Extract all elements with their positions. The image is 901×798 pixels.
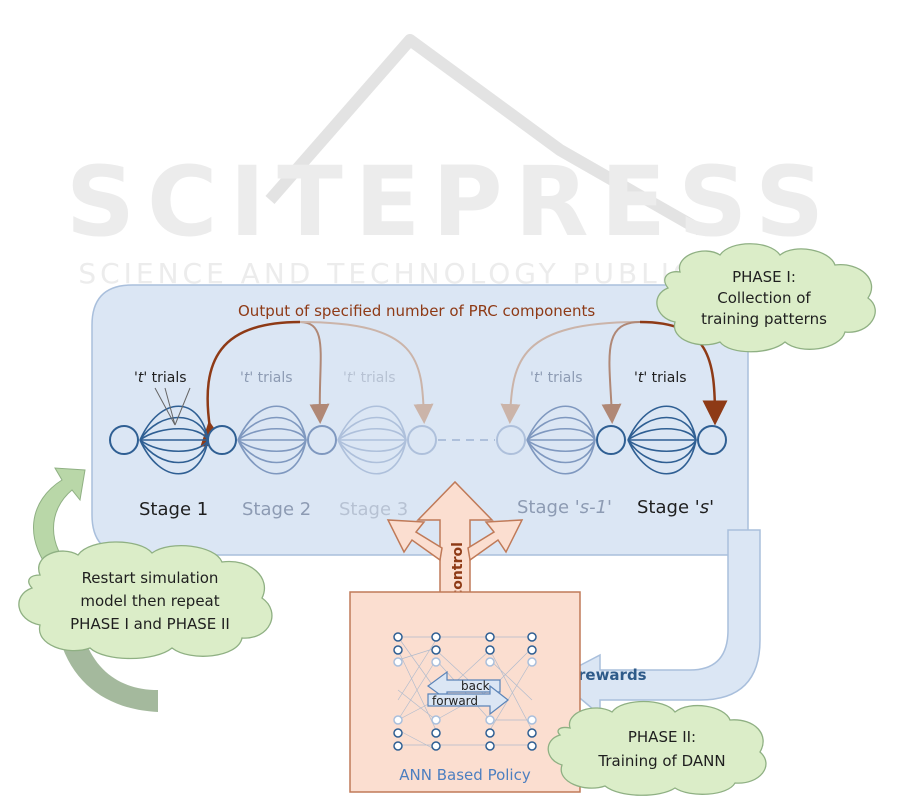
node-end	[697, 425, 727, 455]
node-s1-s	[596, 425, 626, 455]
node-s1-start	[496, 425, 526, 455]
stage2-trials: 't' trials	[240, 370, 293, 386]
policy-title: ANN Based Policy	[399, 766, 531, 784]
neural-net	[393, 632, 537, 751]
control-label: control	[450, 542, 466, 598]
phase1-line2: Collection of	[717, 289, 811, 307]
back-label: back	[461, 679, 490, 693]
output-arrow-stage-s1a	[500, 321, 641, 424]
forward-arrow	[427, 684, 509, 716]
node-1-2	[207, 425, 237, 455]
node-2-3	[307, 425, 337, 455]
phase2-line1: PHASE II:	[628, 728, 696, 746]
output-arrow-stage1	[200, 320, 301, 448]
output-arrow-stage-s	[639, 320, 728, 426]
stage-s-label: Stage 's'	[637, 497, 714, 518]
watermark-title: SCITEPRESS	[66, 146, 836, 258]
rewards-arrow	[554, 529, 761, 717]
control-arrow	[386, 480, 524, 599]
stage-s-bundle	[627, 405, 697, 475]
stage2-label: Stage 2	[242, 499, 311, 520]
node-3-end	[407, 425, 437, 455]
stage1-label: Stage 1	[139, 499, 208, 520]
stage-s1-label: Stage 's-1'	[517, 497, 612, 518]
phase2-line2: Training of DANN	[597, 752, 725, 770]
watermark: SCITEPRESS SCIENCE AND TECHNOLOGY PUBLIC…	[66, 34, 836, 290]
cloud-phase2: PHASE II: Training of DANN	[547, 700, 767, 796]
output-arrow-stage3	[299, 321, 434, 424]
stage1-trials: 't' trials	[134, 370, 187, 386]
output-arrow-stage-s1b	[601, 321, 641, 424]
stage3-label: Stage 3	[339, 499, 408, 520]
restart-line2: model then repeat	[80, 592, 219, 610]
output-arrow-stage2	[299, 321, 330, 424]
stage-s1-bundle	[526, 405, 596, 475]
stage3-trials: 't' trials	[343, 370, 396, 386]
restart-line3: PHASE I and PHASE II	[70, 615, 230, 633]
node-start	[109, 425, 139, 455]
restart-arrow-tail	[60, 640, 158, 712]
stage-s-trials: 't' trials	[634, 370, 687, 386]
restart-line1: Restart simulation	[82, 569, 219, 587]
stage2-bundle	[237, 405, 307, 475]
output-label: Output of specified number of PRC compon…	[238, 302, 595, 320]
forward-label: forward	[432, 694, 478, 708]
stage3-bundle	[337, 405, 407, 475]
cloud-restart: Restart simulation model then repeat PHA…	[18, 541, 273, 660]
stage-nodes	[109, 425, 727, 455]
cloud-phase1: PHASE I: Collection of training patterns	[656, 243, 876, 353]
phase1-line1: PHASE I:	[732, 268, 796, 286]
restart-arrow-up	[33, 467, 86, 581]
phase1-line3: training patterns	[701, 310, 827, 328]
stage-s1-trials: 't' trials	[530, 370, 583, 386]
rewards-label: rewards	[578, 666, 647, 684]
stage1-bundle	[139, 387, 209, 475]
